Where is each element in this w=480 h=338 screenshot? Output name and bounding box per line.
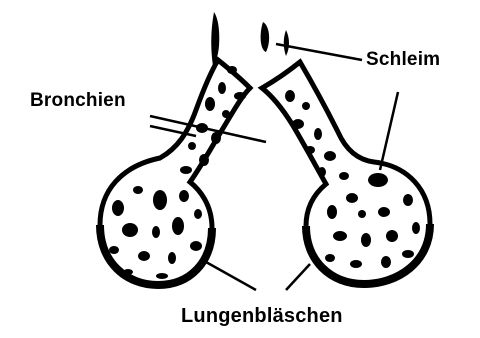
label-bronchien: Bronchien (30, 90, 126, 112)
label-lungenblaeschen: Lungenbläschen (181, 305, 343, 328)
label-schleim: Schleim (366, 49, 440, 71)
leader-line-schleim-alveolus (380, 92, 398, 170)
leader-line-lungen-left (206, 262, 256, 290)
trachea (211, 12, 289, 66)
leader-line-schleim (276, 44, 362, 60)
leader-line-lungen-right (286, 264, 310, 290)
